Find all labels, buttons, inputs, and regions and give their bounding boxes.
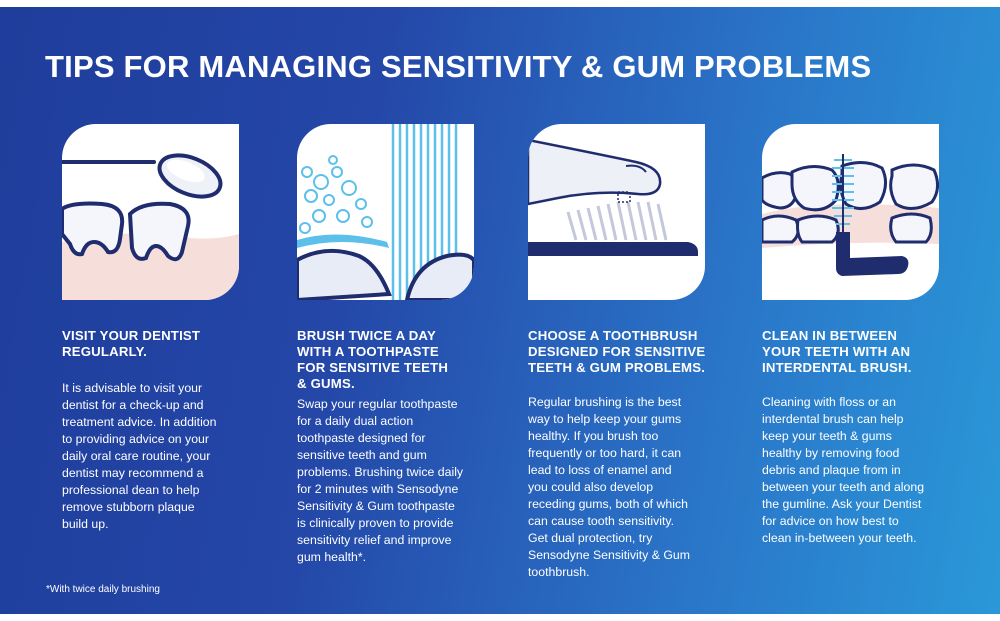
dentist-mirror-card (62, 124, 239, 300)
interdental-brush-card (762, 124, 939, 300)
tips-banner: TIPS FOR MANAGING SENSITIVITY & GUM PROB… (0, 7, 1000, 614)
tip-body-dentist: It is advisable to visit your dentist fo… (62, 381, 217, 531)
toothpaste-bubbles-icon (297, 124, 474, 300)
toothbrush-finger-card (528, 124, 705, 300)
tip-heading-interdental: CLEAN IN BETWEEN YOUR TEETH WITH AN INTE… (762, 328, 912, 375)
page-title: TIPS FOR MANAGING SENSITIVITY & GUM PROB… (45, 49, 872, 84)
footnote: *With twice daily brushing (46, 584, 160, 595)
toothbrush-finger-icon (528, 138, 698, 256)
tip-heading-dentist: VISIT YOUR DENTIST REGULARLY. (62, 328, 201, 359)
tip-body-toothbrush: Regular brushing is the best way to help… (528, 395, 690, 579)
interdental-brush-icon (762, 154, 939, 276)
tip-heading-toothbrush: CHOOSE A TOOTHBRUSH DESIGNED FOR SENSITI… (528, 328, 706, 375)
dentist-mirror-icon (62, 153, 239, 300)
toothpaste-bubbles-card (297, 124, 474, 300)
tip-body-interdental: Cleaning with floss or an interdental br… (762, 395, 925, 545)
tip-heading-toothpaste: BRUSH TWICE A DAY WITH A TOOTHPASTE FOR … (297, 328, 449, 391)
tip-body-toothpaste: Swap your regular toothpaste for a daily… (297, 397, 464, 564)
